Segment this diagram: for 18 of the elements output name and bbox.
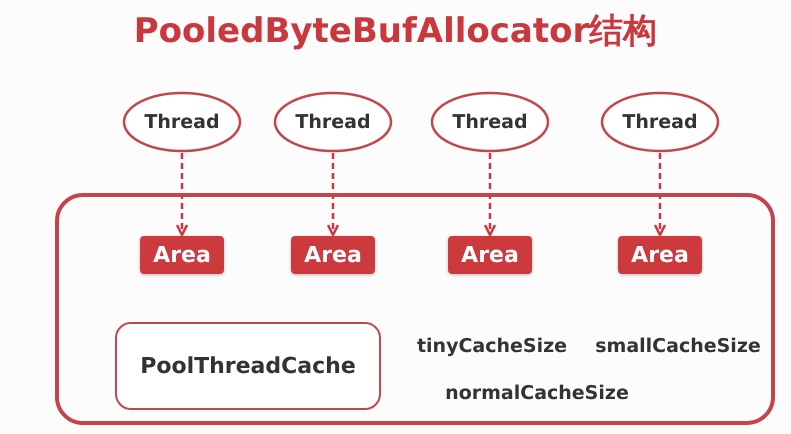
thread-ellipse: Thread: [273, 91, 393, 153]
thread-ellipse: Thread: [122, 91, 242, 153]
area-box: Area: [140, 236, 224, 274]
dashed-arrow: [654, 153, 666, 236]
area-box: Area: [618, 236, 702, 274]
thread-ellipse: Thread: [600, 91, 720, 153]
title: PooledByteBufAllocator结构: [132, 10, 658, 53]
parameter-label: normalCacheSize: [445, 382, 629, 404]
area-box: Area: [291, 236, 375, 274]
parameter-label: tinyCacheSize: [416, 335, 568, 357]
dashed-arrow: [176, 153, 188, 236]
dashed-arrow: [484, 153, 496, 236]
parameter-label: smallCacheSize: [595, 335, 761, 357]
thread-ellipse: Thread: [430, 91, 550, 153]
container-box: [55, 193, 775, 425]
area-box: Area: [448, 236, 532, 274]
cache-box: PoolThreadCache: [115, 322, 381, 410]
dashed-arrow: [326, 153, 340, 236]
